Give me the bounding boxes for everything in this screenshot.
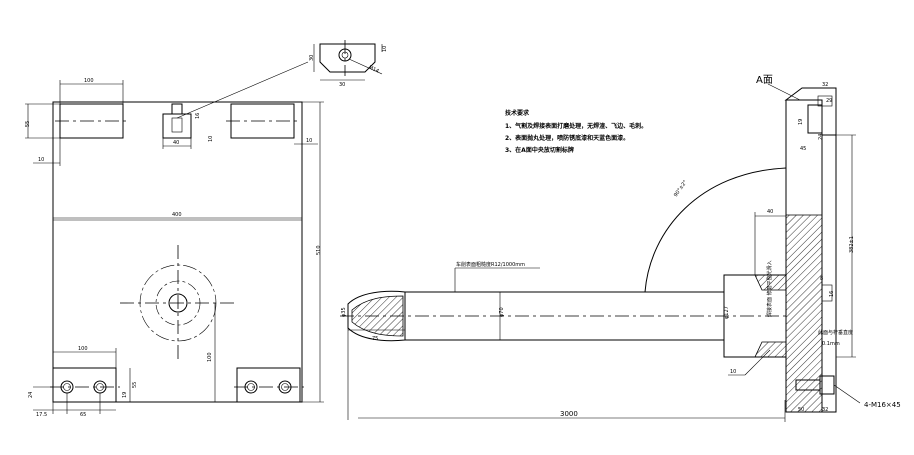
dim-plate-height: 510 [316,245,322,255]
dim-16-box [821,284,833,302]
dim-pad-height: 55 [25,121,31,127]
dim-bracket-height: 16 [195,113,201,119]
bracket-slot [171,117,183,133]
dim-16: 16 [829,291,835,297]
detail-height: 30 [309,55,315,61]
notes-item-2: 2、表面抛丸处理，喷防锈底漆和天蓝色面漆。 [505,134,629,142]
detail-thread: M14 [368,65,380,75]
top-dim-19: 19 [798,119,804,125]
flange-section [785,214,823,413]
plate-outline [52,101,303,403]
dim-bottom-pad-width: 100 [78,346,88,352]
top-lug [817,95,833,107]
dim-plate-width: 400 [172,212,182,218]
weld-label: 焊接表面 修磨平整光滑入 [766,260,773,317]
dim-right-offset: 10 [306,138,312,144]
dim-bottom-left-17: 17.5 [36,412,47,418]
dim-bottom-center: 100 [207,352,213,362]
top-bracket [784,87,837,136]
detail-view: 30 30 10 M14 [176,40,388,119]
bracket [162,113,192,139]
top-dim-45: 45 [800,146,806,152]
weld-size: 10 [730,369,736,375]
bracket-top [171,103,183,115]
notes-item-1: 1、气割及焊接表面打磨处理，无焊渣、飞边、毛刺。 [505,122,647,130]
perp-value: 0.1mm [822,341,840,347]
weld-bottom [754,341,787,358]
dim-8: 8 [820,276,823,282]
angle-arc [644,167,787,293]
top-dim-32: 32 [822,82,828,88]
flange-w: 50 [798,407,804,413]
dim-bracket-width: 40 [173,140,179,146]
rod-label: 车削表面粗糙度R12/1000mm [456,261,525,268]
circle-inner [168,293,188,313]
bolt-label: 4-M16×45 [864,401,901,409]
weld-leader [744,349,771,376]
dim-bottom-bolt-offset: 19 [122,392,128,398]
detail-outline [319,43,376,73]
flange-back [821,134,837,413]
dia-tip: φ35 [341,307,347,317]
offset-40: 40 [767,209,773,215]
leader [348,58,383,75]
flange-note: 此面与杆垂直度 [818,329,853,336]
detail-small: 10 [382,46,388,52]
technical-notes: 技术要求 1、气割及焊接表面打磨处理，无焊渣、飞边、毛刺。 2、表面抛丸处理，喷… [505,109,647,154]
dia-inner: φ127 [724,306,730,319]
flange-w2: 32 [822,407,828,413]
dim-bracket-gap: 10 [208,136,214,142]
dim-bottom-left-edge: 24 [28,392,34,398]
detail-width: 30 [339,82,345,88]
bottom-pad-right [236,367,301,403]
dim-bottom-span-65: 65 [80,412,86,418]
view-leader [767,83,801,101]
dim-left-offset: 10 [38,157,44,163]
angle-label: 90°±2° [673,179,689,198]
tip-length: 75 [372,336,378,342]
view-label-a: A面 [756,75,773,86]
notes-item-3: 3、在A面中央放切割标牌 [505,146,574,154]
bottom-pad-left [52,367,117,403]
left-view: 100 55 10 10 40 10 16 400 510 [25,78,324,418]
top-dim-24: 24 [818,134,824,140]
dim-382: 382±1 [849,236,855,253]
dim-top-pad-width: 100 [84,78,94,84]
dia-rod: φ70 [499,307,505,317]
notes-title: 技术要求 [505,109,530,117]
dim-bottom-pad-height: 55 [132,382,138,388]
bolt-leader [833,384,861,404]
total-length: 3000 [560,410,578,418]
top-dim-29: 29 [826,98,832,104]
detail-leader [176,61,309,119]
top-slot [807,104,823,134]
right-view: 车削表面粗糙度R12/1000mm φ35 φ70 75 3000 φ127 焊… [340,75,901,422]
